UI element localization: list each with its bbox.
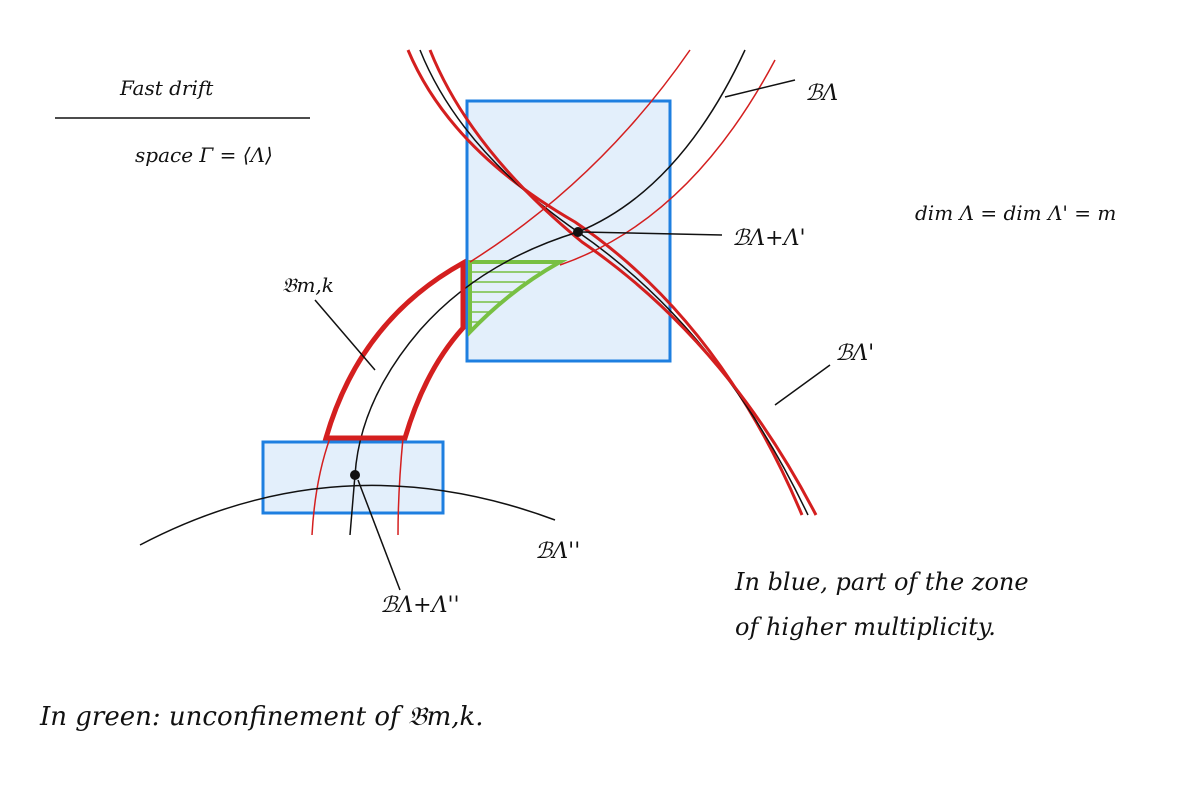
label-b-lambda: ℬΛ — [805, 81, 838, 106]
tube-bmk — [322, 258, 466, 441]
point-lambda-sum — [573, 227, 583, 237]
label-bmk: 𝔅m,k — [282, 273, 334, 297]
curve-lambda-double-prime — [139, 484, 556, 546]
label-b-lambda-dprime: ℬΛ'' — [535, 539, 580, 564]
subtitle: space Γ = ⟨Λ⟩ — [135, 143, 273, 167]
bundle-lambda — [311, 49, 776, 536]
label-b-lambda-dsum: ℬΛ+Λ'' — [380, 593, 460, 618]
note-blue-line1: In blue, part of the zone — [734, 568, 1029, 596]
title: Fast drift — [119, 76, 214, 100]
leader-lines — [55, 79, 831, 591]
point-lambda-dsum — [350, 470, 360, 480]
label-b-lambda-prime: ℬΛ' — [835, 341, 874, 366]
green-unconfinement-region — [468, 260, 568, 337]
note-blue-line2: of higher multiplicity. — [735, 613, 996, 641]
dim-note: dim Λ = dim Λ' = m — [915, 201, 1116, 225]
note-green: In green: unconfinement of 𝔅m,k. — [39, 702, 484, 732]
label-b-lambda-sum: ℬΛ+Λ' — [732, 226, 806, 251]
